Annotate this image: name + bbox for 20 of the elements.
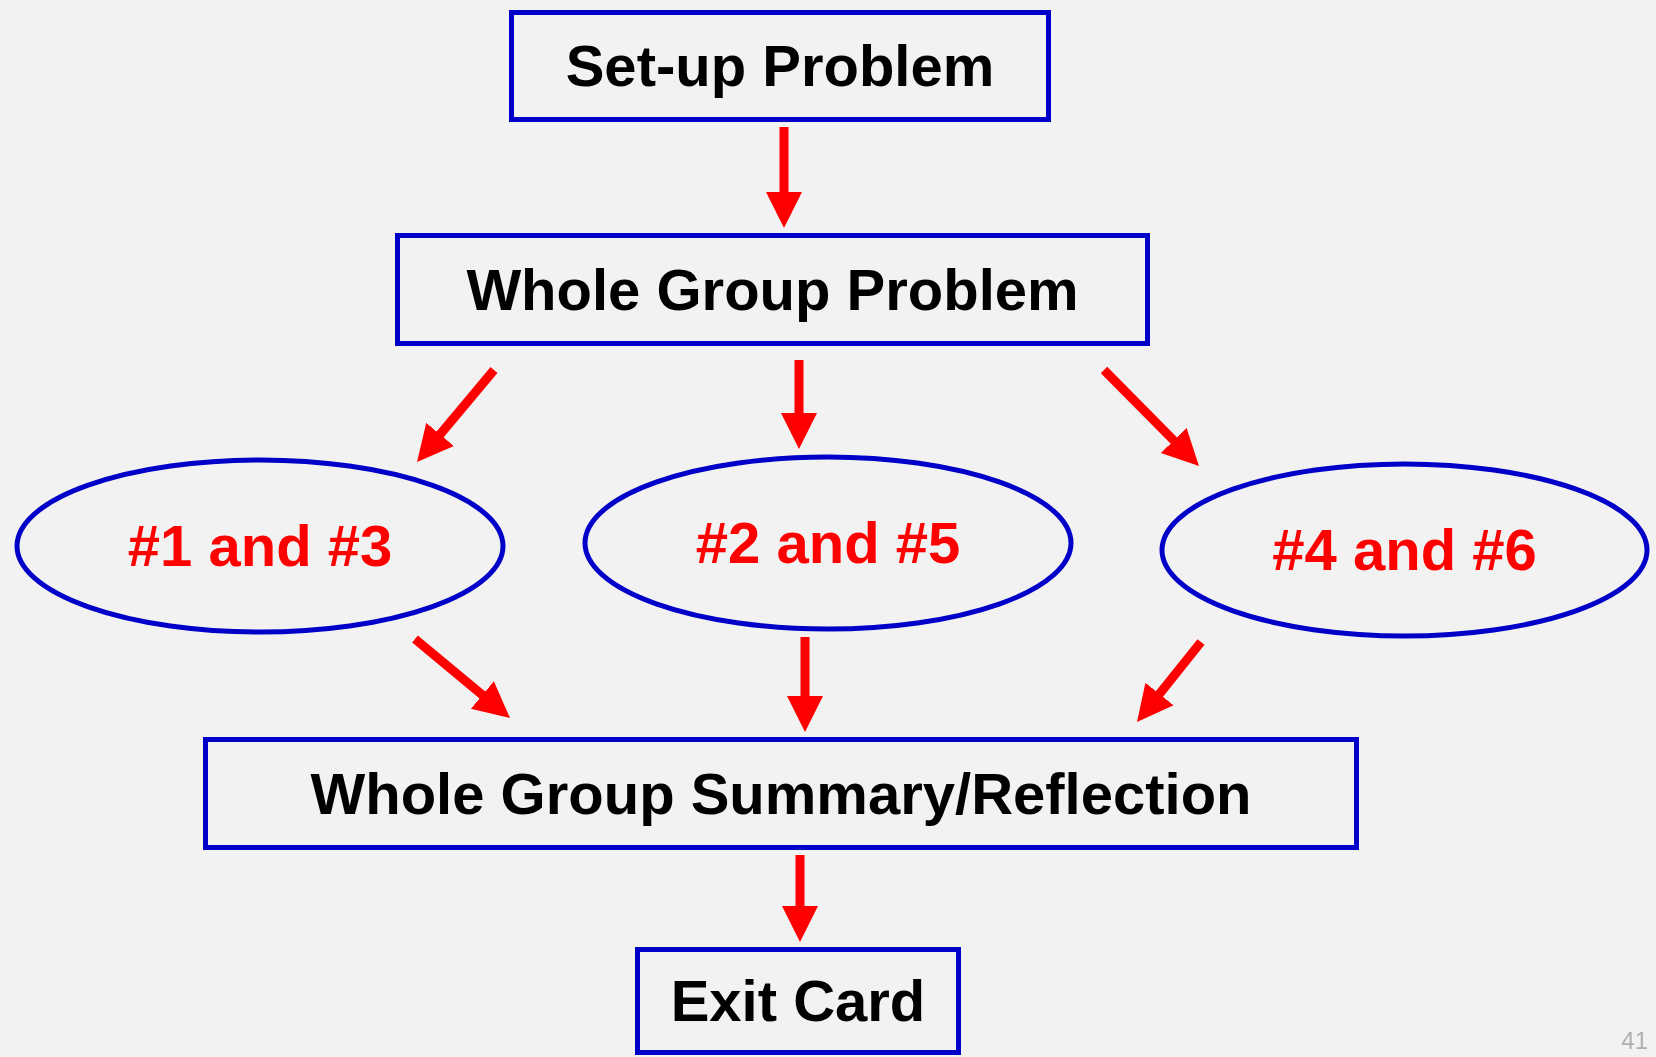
node-label: #1 and #3: [127, 514, 393, 578]
process-box: [509, 10, 1051, 122]
node-label: #2 and #5: [695, 511, 961, 575]
arrow: [417, 367, 498, 462]
arrow: [1100, 366, 1199, 466]
arrow: [787, 637, 823, 732]
process-box: [203, 737, 1359, 850]
page-number: 41: [1621, 1027, 1648, 1055]
arrow: [412, 635, 510, 718]
arrow: [1137, 639, 1205, 722]
process-box: [395, 233, 1150, 346]
arrow: [782, 855, 818, 942]
process-box: [635, 947, 961, 1055]
node-label: Whole Group Problem: [466, 257, 1079, 322]
arrow: [766, 127, 802, 228]
node-label: Set-up Problem: [565, 34, 995, 98]
node-label: #4 and #6: [1272, 518, 1537, 582]
node-label: Exit Card: [670, 969, 926, 1033]
node-label: Whole Group Summary/Reflection: [310, 761, 1252, 826]
arrow: [781, 360, 817, 449]
